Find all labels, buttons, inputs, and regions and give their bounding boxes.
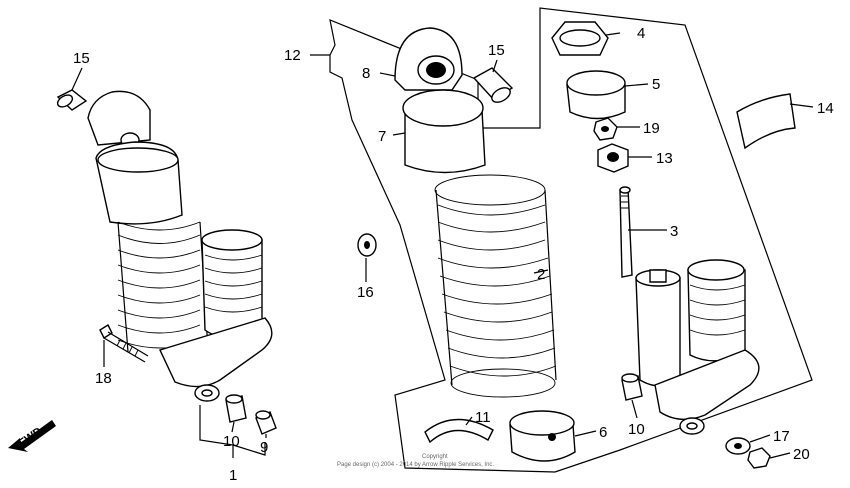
callout-11: 11 (475, 409, 491, 426)
callout-7: 7 (378, 128, 386, 145)
callout-2: 2 (537, 266, 545, 283)
callout-12: 12 (284, 47, 301, 64)
adjuster-5 (566, 70, 626, 120)
callout-15-right: 15 (488, 42, 505, 59)
copyright-line2: Page design (c) 2004 - 2014 by Arrow Rip… (337, 462, 494, 468)
reservoir-right (687, 259, 746, 362)
nut-19 (593, 117, 618, 141)
group-boundary (329, 7, 813, 473)
spring-cup-7 (402, 89, 486, 174)
callout-10-left: 10 (223, 433, 240, 450)
fwd-arrow (8, 420, 56, 452)
upper-joint-8 (394, 27, 463, 91)
callout-5: 5 (652, 76, 660, 93)
lower-body-right (654, 349, 760, 435)
shock-absorber-assembly (56, 89, 273, 402)
washer-16 (357, 233, 377, 257)
callout-3: 3 (670, 223, 678, 240)
nut-13 (597, 143, 629, 173)
damper-3 (619, 186, 681, 387)
clip-11 (424, 418, 494, 444)
callout-16: 16 (357, 284, 374, 301)
callout-6: 6 (599, 424, 607, 441)
bolt-18 (99, 323, 149, 363)
callout-1: 1 (229, 467, 237, 484)
band-14 (736, 93, 796, 150)
callout-13: 13 (656, 150, 673, 167)
callout-10-right: 10 (628, 421, 645, 438)
bushing-10-right (621, 373, 643, 401)
stopper-6 (509, 410, 576, 462)
spring-coils-left (117, 221, 209, 353)
callout-19: 19 (643, 120, 660, 137)
callout-20: 20 (793, 446, 810, 463)
callout-4: 4 (637, 25, 645, 42)
bushing-15-left (56, 89, 88, 111)
bushing-10-left (225, 394, 247, 423)
spring-2 (434, 174, 557, 398)
bushing-15-right (472, 67, 514, 103)
copyright-line1: Copyright (422, 454, 448, 460)
callout-9: 9 (260, 439, 268, 456)
leader-lines (71, 32, 814, 459)
nut-20 (747, 447, 771, 469)
callout-15-left: 15 (73, 50, 90, 67)
callout-18: 18 (95, 370, 112, 387)
locknut-4 (551, 21, 609, 56)
collar-9-left (255, 410, 277, 435)
callout-14: 14 (817, 100, 834, 117)
callout-8: 8 (362, 65, 370, 82)
washer-17 (725, 437, 751, 455)
reservoir-left (201, 229, 263, 338)
callout-17: 17 (773, 428, 790, 445)
